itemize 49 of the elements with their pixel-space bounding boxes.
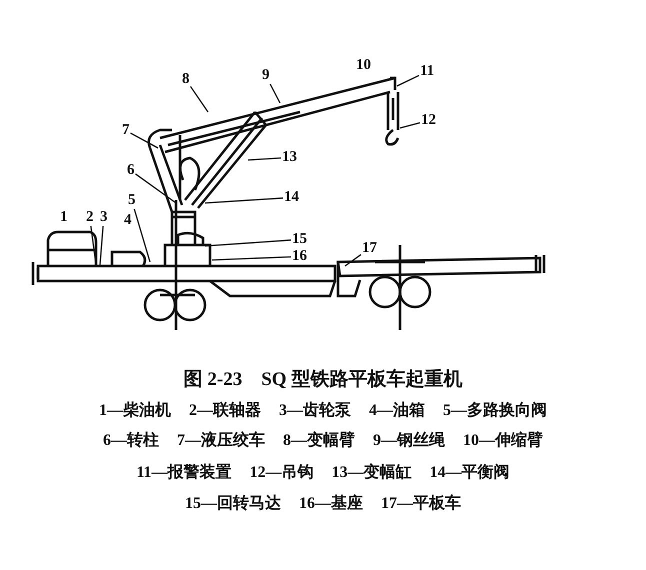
callout-number: 11 (420, 64, 434, 79)
leader-line (400, 122, 420, 129)
leader-line (248, 157, 282, 161)
callout-number: 10 (356, 58, 371, 73)
leader-line (212, 256, 292, 261)
leader-line (204, 197, 284, 204)
callout-number: 7 (122, 123, 130, 138)
callout-number: 5 (128, 193, 136, 208)
callout-number: 15 (292, 232, 307, 247)
callout-number: 12 (421, 113, 436, 128)
callout-number: 3 (100, 210, 108, 225)
key-entry: 8—变幅臂 (283, 430, 355, 451)
leader-line (90, 226, 97, 266)
callout-number: 14 (284, 190, 299, 205)
leader-line (396, 74, 420, 87)
leader-line (135, 173, 176, 204)
key-entry: 14—平衡阀 (430, 462, 510, 483)
callout-number: 1 (60, 210, 68, 225)
key-entry: 10—伸缩臂 (463, 430, 543, 451)
key-entry: 13—变幅缸 (332, 462, 412, 483)
callout-number: 16 (292, 249, 307, 264)
key-entry: 1—柴油机 (99, 400, 171, 421)
key-entry: 16—基座 (299, 493, 363, 514)
key-entry: 11—报警装置 (136, 462, 232, 483)
key-entry: 4—油箱 (369, 400, 425, 421)
callout-number: 2 (86, 210, 94, 225)
key-entry: 15—回转马达 (185, 494, 281, 514)
leader-line (204, 239, 292, 247)
leader-line (270, 84, 281, 104)
figure-caption: 图 2-23 SQ 型铁路平板车起重机 (182, 368, 464, 392)
callout-number: 4 (124, 213, 132, 228)
leader-line (344, 254, 362, 267)
leader-line (99, 226, 104, 266)
key-entry: 3—齿轮泵 (279, 400, 351, 421)
key-entry: 2—联轴器 (189, 400, 261, 421)
leader-line (134, 208, 151, 262)
callout-number: 13 (282, 150, 297, 165)
leader-line (190, 86, 209, 112)
key-entry: 17—平板车 (381, 493, 461, 514)
callout-number: 6 (127, 163, 134, 178)
key-entry: 9—钢丝绳 (373, 430, 445, 451)
key-entry: 7—液压绞车 (177, 430, 265, 451)
callout-number: 17 (362, 241, 377, 256)
key-entry: 5—多路换向阀 (443, 400, 547, 421)
key-entry: 6—转柱 (103, 430, 159, 451)
callout-number: 8 (182, 72, 190, 87)
callout-number: 9 (262, 68, 270, 83)
leader-line (130, 132, 158, 149)
key-entry: 12—吊钩 (250, 463, 314, 483)
